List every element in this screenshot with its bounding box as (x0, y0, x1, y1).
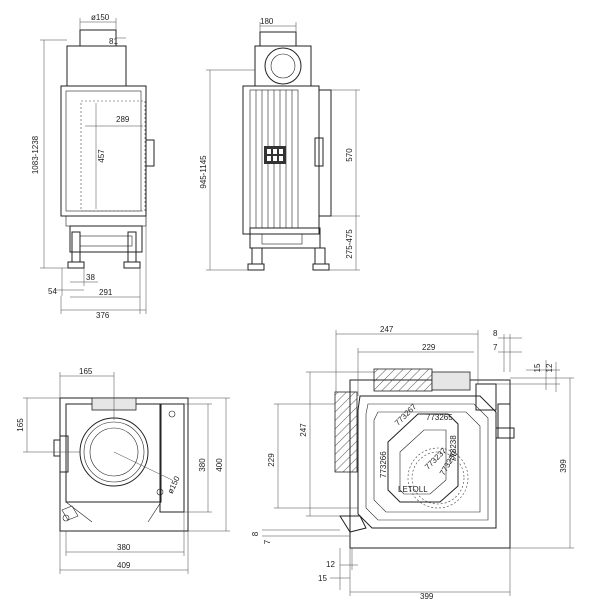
top-flue-center-y-label: 165 (16, 418, 25, 432)
front-overall-width-label: 376 (96, 311, 110, 320)
corner-view: 247 229 247 229 8 7 15 12 399 8 7 (251, 325, 574, 601)
front-view: ø150 81 1083-1238 289 457 54 38 291 376 (31, 13, 155, 320)
top-view: 165 165 ø150 380 400 380 409 (16, 367, 230, 574)
front-flue-offset-label: 81 (109, 37, 118, 46)
corner-right-height-label: 399 (559, 459, 568, 473)
part-number-773238: 773238 (449, 435, 458, 462)
front-glass-width-label: 289 (116, 115, 130, 124)
top-inner-width-label: 380 (117, 543, 131, 552)
side-view: 180 945-1145 570 275-475 (199, 17, 360, 271)
corner-width-229-label: 229 (422, 343, 436, 352)
top-outer-width-label: 409 (117, 561, 131, 570)
front-body-width-label: 291 (99, 288, 113, 297)
corner-left-8-label: 8 (251, 531, 260, 536)
corner-right-7-label: 7 (493, 343, 498, 352)
top-inner-depth-label: 380 (198, 458, 207, 472)
corner-bottom-12-label: 12 (326, 560, 335, 569)
part-number-773265: 773265 (426, 413, 453, 422)
corner-left-7-label: 7 (263, 539, 272, 544)
front-flue-diameter-label: ø150 (91, 13, 110, 22)
front-leg-spacing-label: 38 (86, 273, 95, 282)
front-total-height-label: 1083-1238 (31, 135, 40, 174)
corner-bottom-width-label: 399 (420, 592, 434, 601)
part-number-773266: 773266 (379, 451, 388, 478)
side-base-height-label: 275-475 (345, 229, 354, 259)
top-flue-center-x-label: 165 (79, 367, 93, 376)
corner-bottom-15-label: 15 (318, 574, 327, 583)
side-body-height-label: 945-1145 (199, 155, 208, 189)
front-glass-height-label: 457 (97, 149, 106, 163)
corner-width-247-label: 247 (380, 325, 394, 334)
top-outer-depth-label: 400 (215, 458, 224, 472)
corner-right-8-label: 8 (493, 329, 498, 338)
corner-right-12-label: 12 (545, 363, 554, 372)
side-flue-depth-label: 180 (260, 17, 274, 26)
front-foot-offset-label: 54 (48, 287, 57, 296)
top-flue-diameter-label: ø150 (166, 474, 182, 495)
part-number-773267: 773267 (393, 402, 419, 428)
brand-mark-label: LETOLL (398, 485, 428, 494)
side-door-height-label: 570 (345, 148, 354, 162)
corner-height-229-label: 229 (267, 453, 276, 467)
corner-height-247-label: 247 (299, 423, 308, 437)
corner-right-15-label: 15 (533, 363, 542, 372)
